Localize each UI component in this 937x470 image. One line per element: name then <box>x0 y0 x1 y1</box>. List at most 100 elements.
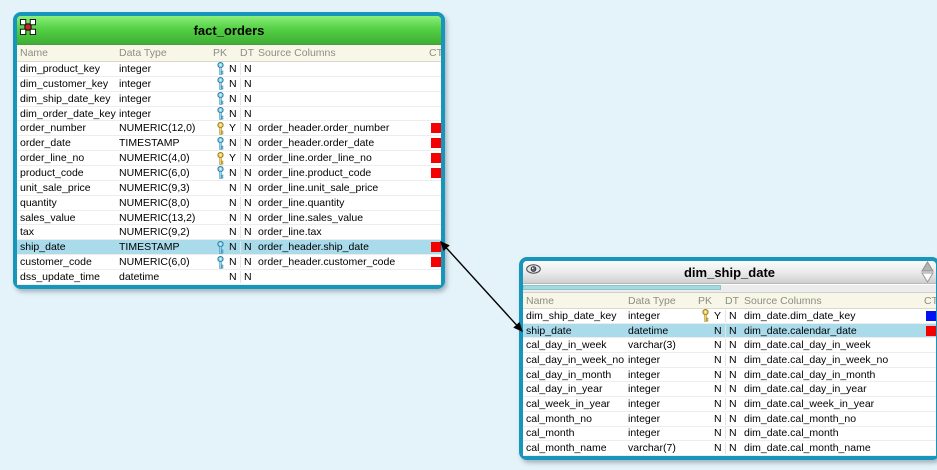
col-header-ct: CT <box>924 294 936 307</box>
dt-flag: N <box>240 196 258 209</box>
key-cell <box>698 427 712 441</box>
key-icon <box>216 136 224 150</box>
column-name: cal_day_in_week <box>526 339 607 352</box>
column-data-type: NUMERIC(6,0) <box>119 256 190 269</box>
source-columns: dim_date.cal_month <box>744 427 839 440</box>
scroll-down-arrow[interactable] <box>921 272 934 283</box>
key-cell <box>698 382 712 396</box>
key-cell <box>213 62 227 76</box>
dt-flag: N <box>240 241 258 254</box>
column-data-type: integer <box>628 427 661 440</box>
col-header-dt: DT <box>725 294 739 307</box>
pk-flag: N <box>714 368 722 381</box>
column-name: customer_code <box>20 256 92 269</box>
primary-key-icon <box>701 309 709 323</box>
col-header-pk: PK <box>698 294 713 307</box>
dt-flag: N <box>725 368 744 381</box>
column-headers: Name Data Type PK DT Source Columns CT <box>17 45 441 62</box>
column-data-type: NUMERIC(9,3) <box>119 181 190 194</box>
dt-flag: N <box>240 122 258 135</box>
fact-table-icon <box>20 19 36 35</box>
fact-orders-titlebar[interactable]: fact_orders <box>17 16 441 45</box>
column-name: cal_day_in_year <box>526 383 603 396</box>
column-data-type: TIMESTAMP <box>119 241 180 254</box>
col-header-pk: PK <box>213 47 228 59</box>
pk-flag: N <box>229 211 237 224</box>
source-columns: dim_date.cal_day_in_week_no <box>744 353 889 366</box>
dt-flag: N <box>725 397 744 410</box>
column-data-type: integer <box>119 107 152 120</box>
ct-cell <box>924 325 936 336</box>
table-fact-orders[interactable]: fact_orders Name Data Type PK DT Source … <box>13 12 445 289</box>
source-columns: dim_date.cal_day_in_year <box>744 383 867 396</box>
eye-icon[interactable] <box>526 264 541 274</box>
key-icon <box>216 77 224 91</box>
dt-flag: N <box>725 353 744 366</box>
column-name: dim_ship_date_key <box>20 92 111 105</box>
ct-cell <box>429 153 441 164</box>
col-header-type: Data Type <box>628 294 676 307</box>
column-data-type: datetime <box>628 324 669 337</box>
key-icon <box>216 62 224 76</box>
pk-flag: N <box>229 137 237 150</box>
source-columns: dim_date.cal_day_in_month <box>744 368 876 381</box>
col-header-name: Name <box>20 47 49 59</box>
pk-flag: Y <box>229 152 237 165</box>
scroll-up-arrow[interactable] <box>921 261 934 272</box>
column-data-type: datetime <box>119 270 160 283</box>
dt-flag: N <box>240 92 258 105</box>
column-data-type: NUMERIC(4,0) <box>119 152 190 165</box>
pk-flag: N <box>714 324 722 337</box>
source-columns: order_header.customer_code <box>258 256 396 269</box>
key-cell <box>698 309 712 323</box>
pk-flag: N <box>229 226 237 239</box>
dt-flag: N <box>240 226 258 239</box>
pk-flag: Y <box>229 122 237 135</box>
source-columns: order_header.ship_date <box>258 241 369 254</box>
dim-ship-date-titlebar[interactable]: dim_ship_date <box>523 261 936 284</box>
ct-cell <box>429 167 441 178</box>
horizontal-scrollbar-thumb[interactable] <box>523 285 722 290</box>
source-columns: order_header.order_number <box>258 122 390 135</box>
dt-flag: N <box>725 442 744 455</box>
key-cell <box>213 225 227 239</box>
dt-flag: N <box>240 77 258 90</box>
pk-flag: N <box>714 412 722 425</box>
dt-flag: N <box>240 107 258 120</box>
horizontal-scrollbar[interactable] <box>523 285 936 293</box>
pk-flag: N <box>714 442 722 455</box>
relationship-line[interactable] <box>440 240 523 333</box>
pk-flag: N <box>229 270 237 283</box>
table-dim-ship-date[interactable]: dim_ship_date Name Data Type PK DT Sourc… <box>519 257 937 460</box>
col-header-name: Name <box>526 294 555 307</box>
key-cell <box>698 353 712 367</box>
key-cell <box>213 107 227 121</box>
key-cell <box>213 240 227 254</box>
table-title: fact_orders <box>193 22 265 38</box>
